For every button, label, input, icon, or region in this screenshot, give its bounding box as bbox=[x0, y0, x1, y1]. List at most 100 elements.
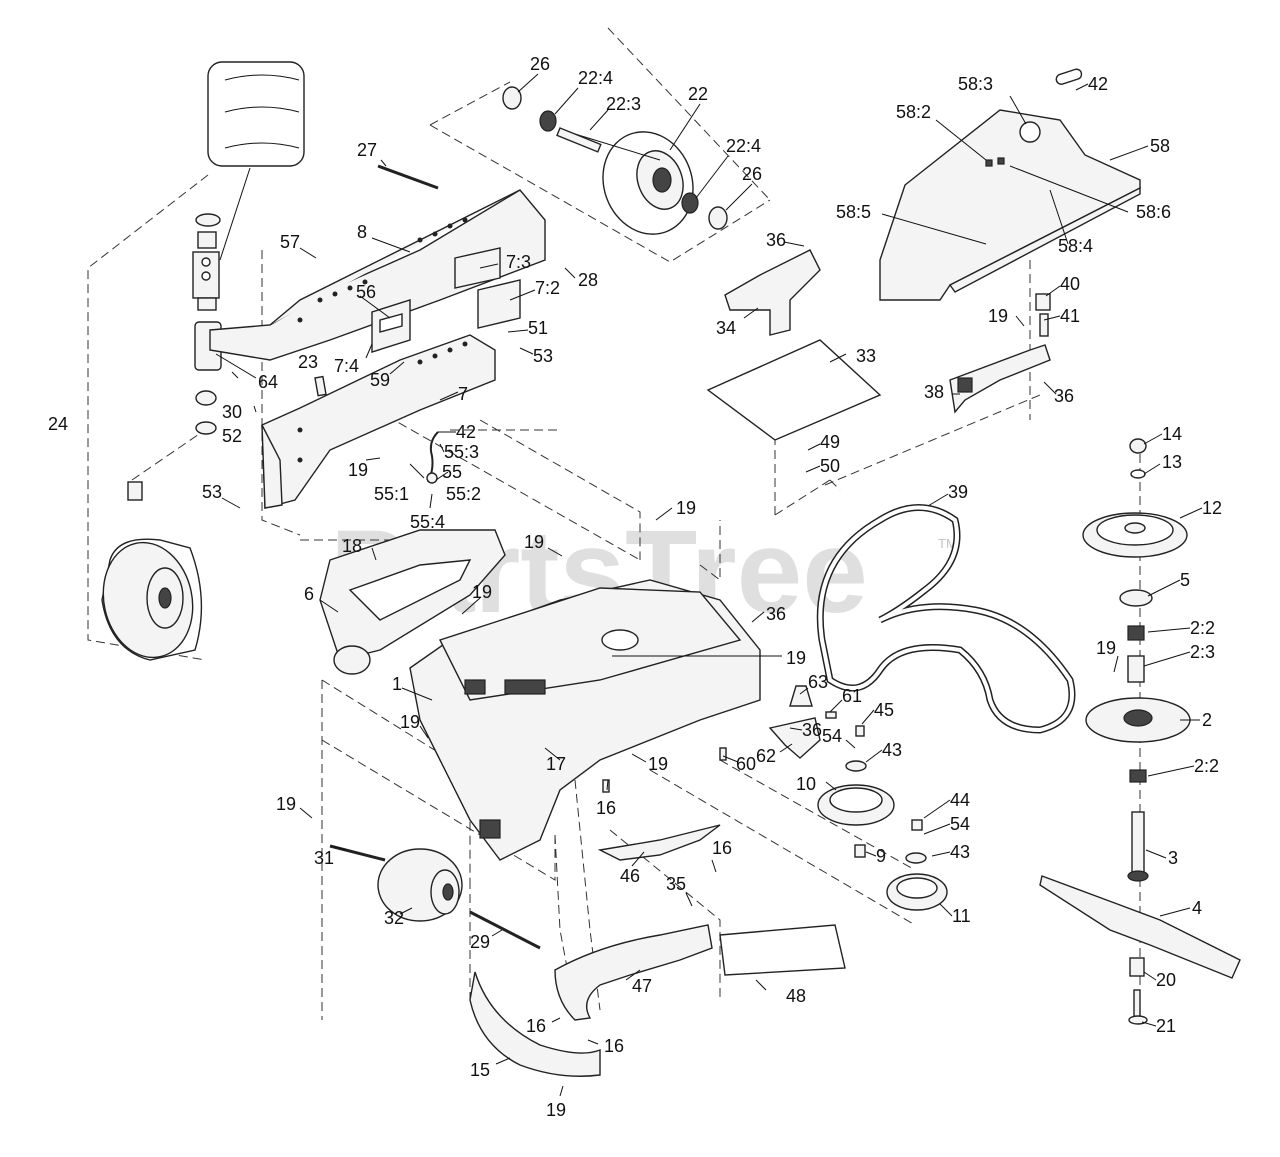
bracket-38 bbox=[949, 344, 1051, 414]
callout-55-1: 55:1 bbox=[374, 484, 409, 504]
callout-43: 43 bbox=[882, 740, 902, 760]
caster-detail-callout bbox=[207, 61, 305, 261]
callout-42: 42 bbox=[456, 422, 476, 442]
callout-54: 54 bbox=[822, 726, 842, 746]
baffle-15 bbox=[469, 971, 601, 1077]
callout-41: 41 bbox=[1060, 306, 1080, 326]
plate-7-2 bbox=[477, 279, 521, 329]
callout-24: 24 bbox=[48, 414, 68, 434]
callout-2-2: 2:2 bbox=[1194, 756, 1219, 776]
arm-7 bbox=[261, 334, 496, 509]
callout-4: 4 bbox=[1192, 898, 1202, 918]
callout-56: 56 bbox=[356, 282, 376, 302]
callout-60: 60 bbox=[736, 754, 756, 774]
callout-22-4: 22:4 bbox=[578, 68, 613, 88]
bracket-34 bbox=[724, 249, 821, 336]
callout-40: 40 bbox=[1060, 274, 1080, 294]
callout-26: 26 bbox=[530, 54, 550, 74]
callout-19: 19 bbox=[786, 648, 806, 668]
bracket-46 bbox=[597, 824, 721, 861]
callout-18: 18 bbox=[342, 536, 362, 556]
callout-32: 32 bbox=[384, 908, 404, 928]
belt-39 bbox=[816, 504, 1076, 734]
callout-17: 17 bbox=[546, 754, 566, 774]
plate-56 bbox=[371, 299, 411, 353]
callout-13: 13 bbox=[1162, 452, 1182, 472]
caster-stack bbox=[127, 213, 222, 501]
callout-36: 36 bbox=[766, 230, 786, 250]
callout-33: 33 bbox=[856, 346, 876, 366]
callout-21: 21 bbox=[1156, 1016, 1176, 1036]
callout-58-6: 58:6 bbox=[1136, 202, 1171, 222]
callout-11: 11 bbox=[952, 906, 971, 926]
cone-63 bbox=[789, 685, 813, 707]
callout-16: 16 bbox=[712, 838, 732, 858]
callout-16: 16 bbox=[526, 1016, 546, 1036]
callout-19: 19 bbox=[676, 498, 696, 518]
callout-19: 19 bbox=[546, 1100, 566, 1120]
rod-29 bbox=[469, 910, 541, 950]
callout-55-4: 55:4 bbox=[410, 512, 445, 532]
callout-35: 35 bbox=[666, 874, 686, 894]
callout-8: 8 bbox=[357, 222, 367, 242]
spindle-stack bbox=[1039, 438, 1241, 1025]
callout-6: 6 bbox=[304, 584, 314, 604]
callout-19: 19 bbox=[1096, 638, 1116, 658]
callout-5: 5 bbox=[1180, 570, 1190, 590]
callout-1: 1 bbox=[392, 674, 402, 694]
callout-22-4: 22:4 bbox=[726, 136, 761, 156]
leader-lines bbox=[215, 73, 1203, 1097]
roller-32 bbox=[377, 848, 463, 922]
callout-47: 47 bbox=[632, 976, 652, 996]
pin-23 bbox=[314, 375, 327, 397]
callout-39: 39 bbox=[948, 482, 968, 502]
callout-7-3: 7:3 bbox=[506, 252, 531, 272]
arm-8 bbox=[209, 189, 546, 361]
callout-61: 61 bbox=[842, 686, 862, 706]
callout-42: 42 bbox=[1088, 74, 1108, 94]
callout-50: 50 bbox=[820, 456, 840, 476]
callout-54: 54 bbox=[950, 814, 970, 834]
callout-23: 23 bbox=[298, 352, 318, 372]
callout-30: 30 bbox=[222, 402, 242, 422]
callout-9: 9 bbox=[876, 846, 886, 866]
callout-28: 28 bbox=[578, 270, 598, 290]
callout-15: 15 bbox=[470, 1060, 490, 1080]
callout-2-2: 2:2 bbox=[1190, 618, 1215, 638]
callout-19: 19 bbox=[276, 794, 296, 814]
callout-53: 53 bbox=[533, 346, 553, 366]
callout-20: 20 bbox=[1156, 970, 1176, 990]
callout-10: 10 bbox=[796, 774, 816, 794]
callout-48: 48 bbox=[786, 986, 806, 1006]
callout-63: 63 bbox=[808, 672, 828, 692]
callout-19: 19 bbox=[988, 306, 1008, 326]
assembly-guides bbox=[87, 27, 1141, 1020]
callout-38: 38 bbox=[924, 382, 944, 402]
callout-7: 7 bbox=[458, 384, 468, 404]
callout-59: 59 bbox=[370, 370, 390, 390]
wheel-bearing bbox=[539, 110, 699, 214]
callout-7-4: 7:4 bbox=[334, 356, 359, 376]
cover-58 bbox=[879, 68, 1141, 301]
callout-27: 27 bbox=[357, 140, 377, 160]
callout-58-5: 58:5 bbox=[836, 202, 871, 222]
callout-16: 16 bbox=[596, 798, 616, 818]
wheel-spacer bbox=[502, 86, 728, 230]
callout-57: 57 bbox=[280, 232, 300, 252]
plate-48 bbox=[719, 924, 846, 976]
hinge-rod-27 bbox=[377, 164, 439, 190]
callout-7-2: 7:2 bbox=[535, 278, 560, 298]
callout-3: 3 bbox=[1168, 848, 1178, 868]
callout-44: 44 bbox=[950, 790, 970, 810]
callout-55-3: 55:3 bbox=[444, 442, 479, 462]
callout-19: 19 bbox=[524, 532, 544, 552]
pulley-11 bbox=[886, 819, 948, 911]
spring-55 bbox=[426, 431, 439, 484]
wheel-axle bbox=[556, 127, 602, 153]
callout-2-3: 2:3 bbox=[1190, 642, 1215, 662]
front-wheel bbox=[574, 131, 694, 235]
watermark-tm: TM bbox=[938, 536, 957, 551]
deck-1 bbox=[409, 579, 761, 861]
callout-58: 58 bbox=[1150, 136, 1170, 156]
callout-64: 64 bbox=[258, 372, 278, 392]
